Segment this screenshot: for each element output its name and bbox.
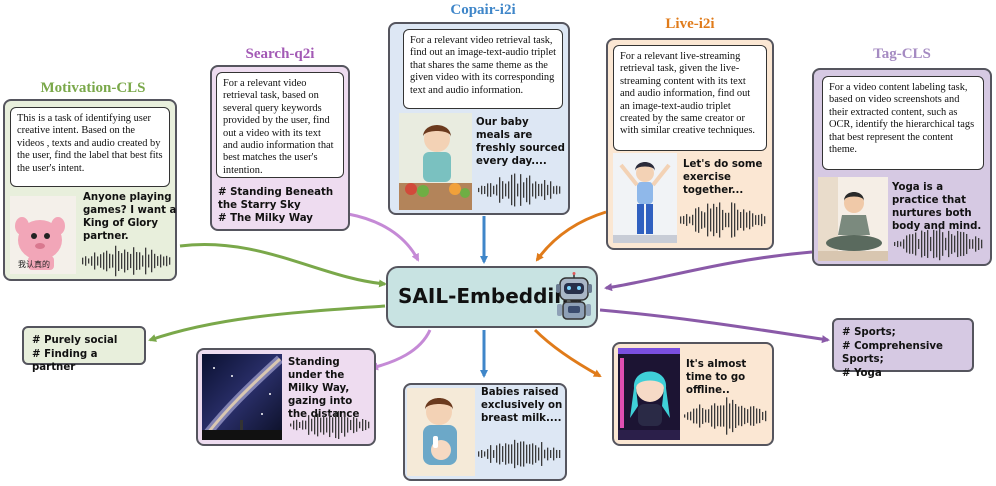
arrow-motivation-in bbox=[179, 243, 387, 288]
copair-output-text: Babies raised exclusively on breast milk… bbox=[481, 387, 563, 424]
live-output-text: It's almost time to go offline.. bbox=[686, 359, 747, 396]
tag-title: Tag-CLS bbox=[873, 46, 931, 62]
arrow-tag-out bbox=[599, 308, 830, 344]
arrow-live-out bbox=[533, 328, 602, 378]
search-description: For a relevant video retrieval task, bas… bbox=[216, 72, 344, 178]
tag-query-text: Yoga is a practice that nurtures both bo… bbox=[892, 182, 982, 232]
copair-query-waveform bbox=[478, 173, 561, 207]
motivation-output-item: # Finding a partner bbox=[32, 348, 98, 374]
search-output-thumbnail bbox=[202, 354, 282, 440]
live-output-thumbnail bbox=[618, 348, 680, 440]
arrow-search-in bbox=[347, 212, 420, 262]
tag-output-item: # Sports; bbox=[842, 327, 896, 338]
copair-thumbnail bbox=[399, 113, 472, 210]
copair-query-text: Our baby meals are freshly sourced every… bbox=[476, 117, 565, 167]
live-thumbnail bbox=[613, 153, 677, 243]
live-description: For a relevant live-streaming retrieval … bbox=[613, 45, 767, 151]
tag-thumbnail bbox=[818, 177, 888, 261]
motivation-title: Motivation-CLS bbox=[40, 80, 146, 96]
tag-output-box: # Sports; # Comprehensive Sports; # Yoga bbox=[832, 318, 974, 379]
copair-output-waveform bbox=[478, 439, 561, 469]
motivation-thumbnail: 我认真的 bbox=[10, 196, 76, 274]
copair-output-thumbnail bbox=[407, 388, 475, 476]
motivation-description: This is a task of identifying user creat… bbox=[10, 107, 170, 187]
live-query-waveform bbox=[680, 202, 766, 238]
sail-embedding-box: SAIL-Embedding bbox=[386, 266, 598, 328]
search-output-waveform bbox=[290, 410, 370, 440]
robot-icon bbox=[556, 272, 592, 320]
arrow-search-out bbox=[370, 329, 432, 371]
search-query-tag: # The Milky Way bbox=[218, 213, 313, 224]
search-title: Search-q2i bbox=[245, 46, 315, 62]
copair-description: For a relevant video retrieval task, fin… bbox=[403, 29, 563, 109]
motivation-thumb-text: 我认真的 bbox=[18, 260, 50, 269]
arrow-tag-in bbox=[604, 250, 813, 292]
sail-embedding-label: SAIL-Embedding bbox=[398, 284, 583, 308]
motivation-output-box: # Purely social # Finding a partner bbox=[22, 326, 146, 373]
copair-title: Copair-i2i bbox=[450, 2, 516, 18]
tag-output-item: # Comprehensive Sports; bbox=[842, 340, 943, 366]
motivation-query-text: Anyone playing games? I want a King of G… bbox=[83, 192, 177, 242]
search-output-text: Standing under the Milky Way, gazing int… bbox=[288, 357, 360, 420]
live-query-text: Let's do some exercise together... bbox=[683, 159, 763, 196]
tag-description: For a video content labeling task, based… bbox=[822, 76, 984, 170]
motivation-waveform bbox=[82, 245, 171, 277]
search-query-tag: # Standing Beneath the Starry Sky bbox=[218, 187, 334, 211]
search-query-tags: # Standing Beneath the Starry Sky # The … bbox=[218, 186, 350, 225]
tag-output-item: # Yoga bbox=[842, 367, 882, 379]
live-output-waveform bbox=[684, 397, 767, 435]
arrow-motivation-out bbox=[148, 304, 386, 342]
live-title: Live-i2i bbox=[665, 16, 715, 32]
motivation-output-item: # Purely social bbox=[32, 335, 118, 346]
tag-query-waveform bbox=[894, 227, 983, 261]
arrow-live-in bbox=[535, 210, 607, 262]
